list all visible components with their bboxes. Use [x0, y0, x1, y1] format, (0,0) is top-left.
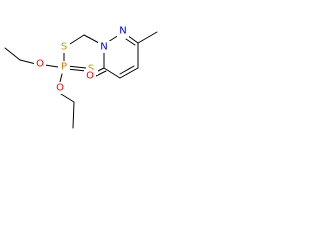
atom-labels: S P S O O N N O: [34, 25, 129, 94]
structure-svg: S P S O O N N O: [4, 25, 158, 129]
atom-o-carbonyl: O: [86, 71, 94, 82]
bond-o-c-ethyl-bottom: [60, 93, 75, 103]
molecule-structure-diagram: S P S O O N N O: [0, 0, 199, 143]
bond-c4-c3: [103, 67, 121, 79]
bond-c5-c4: [119, 67, 139, 79]
atom-o-bottom: O: [56, 83, 64, 94]
bond-ch2-n1: [83, 34, 100, 44]
label-bg-n2: [117, 25, 129, 37]
atom-n2: N: [119, 26, 126, 37]
atom-n1: N: [100, 42, 107, 53]
bond-p-s-double-a: [66, 65, 87, 69]
bond-n2-c6-inner: [125, 38, 136, 46]
label-bg-o-carbonyl: [84, 70, 96, 82]
atom-p: P: [61, 62, 67, 73]
atom-o-left: O: [36, 59, 44, 70]
bond-c-o-ethyl-left: [19, 59, 37, 65]
label-bg-o-left: [34, 58, 46, 70]
label-bg-o-bottom: [54, 82, 66, 94]
bond-c6-methyl: [137, 31, 158, 44]
bond-s-ch2: [69, 34, 85, 45]
atom-s-thio: S: [61, 42, 67, 53]
bond-p-o-bottom: [59, 73, 63, 83]
bond-c-c-ethyl-bottom: [72, 101, 75, 129]
label-bg-n1: [98, 41, 110, 53]
label-bg-p: [58, 61, 70, 73]
bond-c5-c4-inner: [119, 65, 135, 75]
bond-o-p-left: [44, 64, 59, 68]
label-bg-s-thio: [58, 41, 70, 53]
bonds: [4, 31, 158, 129]
bond-p-s-double-b: [66, 68, 87, 72]
atom-s-thione: S: [88, 64, 94, 75]
bond-c3-o-double-b: [95, 70, 107, 77]
bond-c-c-ethyl-left: [4, 47, 21, 61]
